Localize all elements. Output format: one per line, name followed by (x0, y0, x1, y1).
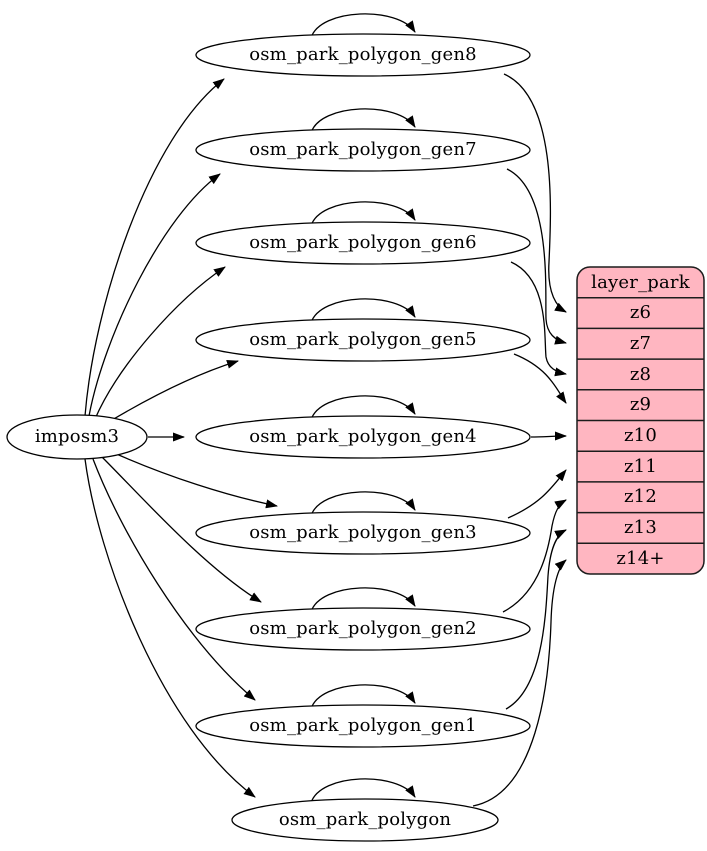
edge-imposm3-to-gen8 (84, 78, 225, 417)
self-loop-gen8 (310, 13, 416, 39)
edge-gen4-to-z10 (530, 431, 567, 441)
edge-gen8-to-z6 (503, 73, 567, 313)
edge-gen3-to-z11 (507, 469, 567, 519)
edge-imposm3-to-gen2 (100, 455, 262, 603)
self-loop-gen6 (310, 201, 416, 227)
edge-gen2-to-z12 (502, 499, 567, 613)
layer-row-z8: z8 (629, 364, 652, 385)
node-label-gen6: osm_park_polygon_gen6 (249, 232, 477, 253)
self-loop-gen2 (310, 587, 416, 613)
self-loop-gen3 (310, 491, 416, 517)
node-ellipse-imposm3 (6, 414, 148, 460)
layer-row-z13: z13 (624, 517, 657, 538)
node-label-imposm3: imposm3 (34, 426, 120, 447)
self-loop-gen4 (310, 395, 416, 421)
node-ellipse-gen8 (195, 33, 531, 77)
self-loop-gen1 (310, 684, 416, 710)
node-label-gen8: osm_park_polygon_gen8 (249, 44, 477, 65)
edge-gen1-to-z13 (505, 529, 567, 710)
node-ellipse-polygon (231, 798, 499, 842)
layer-row-z14: z14+ (616, 548, 665, 569)
node-label-gen2: osm_park_polygon_gen2 (249, 618, 477, 639)
edge-imposm3-to-gen5 (106, 359, 239, 424)
edge-imposm3-to-gen6 (94, 266, 226, 420)
node-ellipse-gen6 (195, 221, 531, 265)
layer-park-record (576, 266, 705, 575)
edge-imposm3-to-gen7 (88, 173, 221, 417)
self-loop-polygon (310, 778, 416, 804)
node-label-gen7: osm_park_polygon_gen7 (249, 139, 477, 160)
self-loop-gen5 (310, 298, 416, 324)
node-ellipse-gen5 (195, 318, 531, 362)
edge-imposm3-to-gen3 (111, 451, 278, 509)
layer-row-z7: z7 (629, 333, 652, 354)
layer-row-z9: z9 (629, 394, 652, 415)
edge-imposm3-to-polygon (84, 458, 256, 798)
node-label-gen5: osm_park_polygon_gen5 (249, 329, 477, 350)
layer-park-title: layer_park (591, 272, 690, 293)
layer-row-z10: z10 (624, 425, 657, 446)
node-ellipse-gen4 (195, 415, 531, 459)
node-ellipse-gen7 (195, 128, 531, 172)
node-ellipse-gen1 (195, 704, 531, 748)
node-label-gen4: osm_park_polygon_gen4 (249, 426, 477, 447)
node-label-polygon: osm_park_polygon (278, 809, 452, 830)
edge-polygon-to-z14 (472, 559, 567, 807)
node-ellipse-gen3 (195, 511, 531, 555)
layer-row-z11: z11 (624, 456, 657, 477)
layer-row-z6: z6 (629, 302, 652, 323)
edge-gen6-to-z8 (510, 261, 567, 377)
edge-gen7-to-z7 (506, 168, 567, 345)
node-label-gen3: osm_park_polygon_gen3 (249, 522, 477, 543)
edge-imposm3-to-gen1 (92, 458, 256, 701)
self-loop-gen7 (310, 108, 416, 134)
node-ellipse-gen2 (195, 607, 531, 651)
layer-row-z12: z12 (624, 486, 657, 507)
node-label-gen1: osm_park_polygon_gen1 (249, 715, 477, 736)
edge-gen5-to-z9 (513, 353, 567, 404)
